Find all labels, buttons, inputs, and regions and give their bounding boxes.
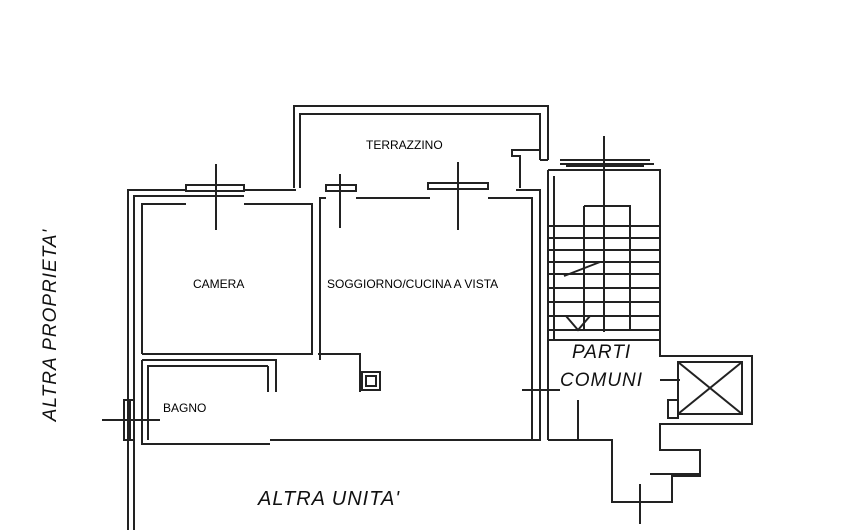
stair-wall xyxy=(547,169,661,440)
elevator-door xyxy=(667,399,679,419)
room-label-terrazzino: TERRAZZINO xyxy=(366,138,443,152)
terrace-wall xyxy=(293,105,549,188)
annotation-altra-proprieta: ALTRA PROPRIETA' xyxy=(40,228,62,422)
room-label-bagno: BAGNO xyxy=(163,401,207,415)
annotation-parti: PARTI xyxy=(572,342,632,363)
stair-arrow xyxy=(563,261,601,332)
terrace-notch xyxy=(511,149,540,188)
room-label-soggiorno: SOGGIORNO/CUCINA A VISTA xyxy=(327,277,499,291)
duct-inner xyxy=(365,375,377,387)
stair-steps xyxy=(548,225,660,331)
soggiorno-walls xyxy=(270,197,533,441)
camera-walls xyxy=(141,203,313,392)
stair-core xyxy=(583,205,631,330)
duct xyxy=(361,371,381,391)
elevator xyxy=(677,361,743,415)
annotation-comuni: COMUNI xyxy=(560,370,644,391)
room-label-camera: CAMERA xyxy=(193,277,245,291)
annotation-altra-unita: ALTRA UNITA' xyxy=(258,488,401,510)
bagno-walls xyxy=(141,360,270,445)
common-area-wall xyxy=(548,339,753,503)
